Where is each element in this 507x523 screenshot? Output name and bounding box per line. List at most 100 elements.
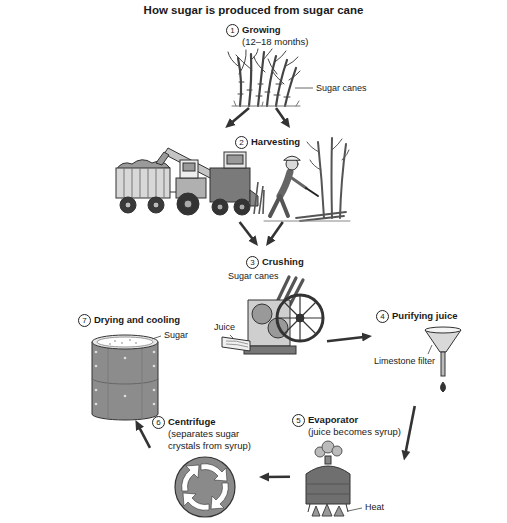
harvesting-machine	[177, 193, 199, 215]
crushing-mill	[248, 300, 290, 346]
leader-line	[152, 336, 161, 339]
evaporator-tank	[312, 504, 344, 516]
harvesting-machine	[164, 148, 214, 178]
sugar-cane-plants	[289, 71, 300, 80]
drying-drum	[114, 340, 116, 342]
harvesting-machine	[239, 204, 245, 210]
sugar-cane-plants	[285, 68, 296, 106]
harvesting-machine	[183, 163, 195, 171]
flow-arrow	[137, 424, 150, 448]
drying-drum	[129, 339, 131, 341]
step-header: 6Centrifuge(separates sugar crystals fro…	[152, 416, 256, 452]
centrifuge-drum	[201, 464, 227, 481]
step-header: 3Crushing	[246, 256, 304, 269]
step-header: 7Drying and cooling	[78, 314, 180, 327]
drying-drum	[153, 365, 156, 368]
drying-drum	[153, 403, 156, 406]
harvesting-machine	[212, 199, 228, 215]
part-label: Sugar	[164, 330, 188, 341]
step-text: Drying and cooling	[94, 314, 180, 326]
step-heading: Centrifuge	[168, 416, 256, 428]
process-step: 2Harvesting	[110, 128, 350, 222]
harvesting-machine	[217, 204, 223, 210]
cane-cutter-worker	[307, 139, 349, 170]
step-number: 7	[78, 314, 91, 327]
step-number: 3	[246, 256, 259, 269]
crushing-mill	[226, 341, 248, 347]
diagram-title: How sugar is produced from sugar cane	[0, 3, 507, 17]
drying-drum	[95, 351, 98, 354]
harvesting-machine	[180, 160, 198, 178]
evaporator-tank	[332, 446, 342, 456]
step-heading: Crushing	[262, 256, 304, 268]
process-step: 5Evaporator(juice becomes syrup)	[290, 412, 404, 520]
harvesting-machine	[254, 182, 264, 214]
evaporator-tank	[325, 456, 331, 464]
harvesting-machine	[120, 197, 136, 213]
crushing-mill	[277, 295, 323, 341]
drying-drum	[121, 342, 123, 344]
harvesting-machine	[156, 152, 169, 165]
part-label: Juice	[214, 322, 235, 333]
sugar-cane-plants	[267, 56, 276, 106]
step-heading: Drying and cooling	[94, 314, 180, 326]
harvesting-machine	[153, 202, 159, 208]
leader-line	[348, 508, 362, 511]
drying-drum	[95, 403, 98, 406]
step-note: (juice becomes syrup)	[308, 426, 401, 438]
flow-arrow	[405, 406, 415, 457]
harvesting-machine	[234, 199, 250, 215]
cane-cutter-worker	[306, 188, 318, 196]
flow-arrow	[268, 222, 282, 243]
part-label: Limestone filter	[374, 356, 435, 367]
step-number: 5	[292, 414, 305, 427]
limestone-filter-funnel	[441, 382, 446, 392]
sugar-cane-plants	[228, 49, 300, 106]
step-heading: Evaporator	[308, 414, 401, 426]
centrifuge-drum	[175, 457, 235, 517]
step-heading: Harvesting	[251, 136, 300, 148]
sugar-cane-plants	[249, 54, 251, 106]
part-label: Sugar canes	[228, 271, 279, 282]
harvesting-machine	[210, 168, 250, 202]
crushing-mill	[252, 304, 272, 324]
centrifuge-drum	[182, 465, 199, 491]
sugar-cane-plants	[286, 57, 298, 66]
cane-cutter-worker	[296, 212, 346, 221]
harvesting-machine	[224, 152, 246, 168]
step-header: 2Harvesting	[235, 136, 300, 149]
centrifuge-drum	[175, 457, 235, 517]
drying-drum	[92, 378, 158, 384]
leader-line	[428, 345, 432, 354]
step-header: 5Evaporator(juice becomes syrup)	[292, 414, 401, 438]
sugar-cane-plants	[275, 51, 286, 62]
crushing-mill	[222, 337, 250, 351]
step-text: Harvesting	[251, 136, 300, 148]
step-note: (12–18 months)	[242, 36, 309, 48]
harvesting-machine	[184, 200, 192, 208]
cane-cutter-worker	[284, 156, 300, 160]
cane-cutter-worker	[264, 138, 350, 221]
harvesting-machine	[125, 202, 131, 208]
limestone-filter-funnel	[441, 352, 445, 376]
sugar-cane-plants	[254, 57, 265, 72]
centrifuge-drum	[211, 483, 228, 509]
sugar-cane-plants	[276, 60, 287, 106]
sugar-cane-plants	[263, 49, 272, 60]
evaporator-tank	[306, 466, 350, 504]
step-number: 4	[376, 310, 389, 323]
step-text: Growing(12–18 months)	[242, 24, 309, 48]
process-step: 6Centrifuge(separates sugar crystals fro…	[150, 414, 259, 520]
sugar-cane-plants	[272, 71, 284, 84]
drying-drum	[92, 342, 158, 420]
step-text: Purifying juice	[392, 310, 457, 322]
crushing-mill	[222, 277, 323, 354]
drying-drum	[109, 339, 137, 345]
step-note: (separates sugar crystals from syrup)	[168, 428, 256, 452]
cane-cutter-worker	[264, 221, 350, 222]
step-heading: Purifying juice	[392, 310, 457, 322]
crushing-mill	[296, 314, 304, 322]
cane-cutter-worker	[289, 176, 306, 188]
sugar-cane-plants	[236, 55, 252, 70]
